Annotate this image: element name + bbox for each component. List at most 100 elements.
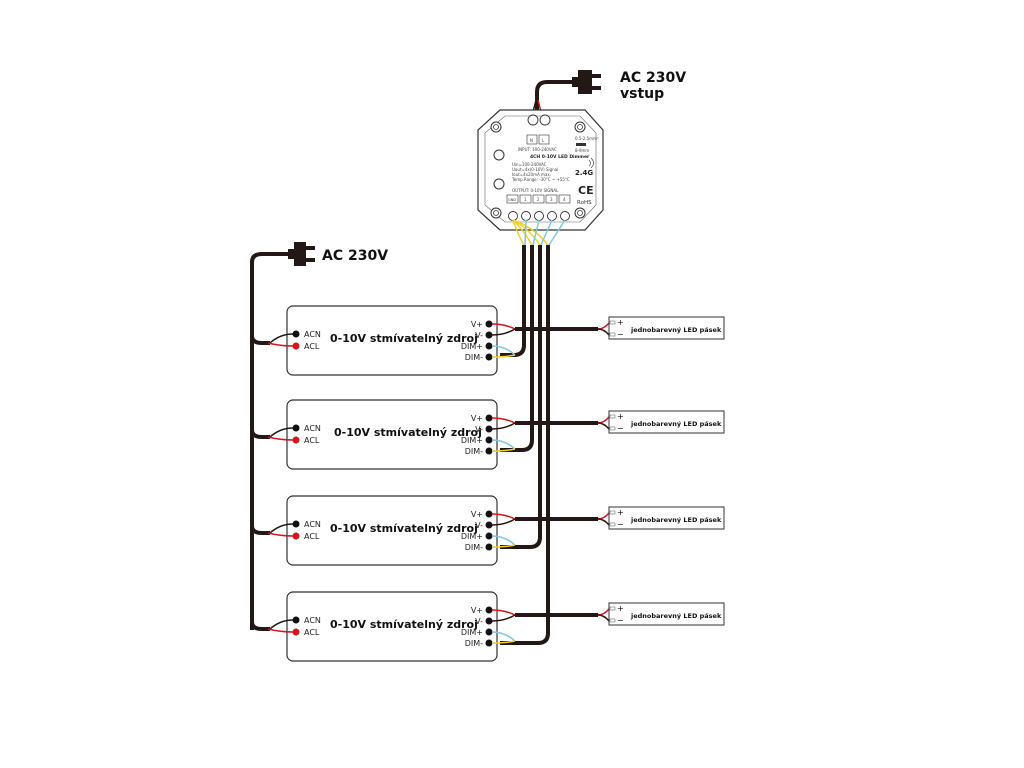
dimmer-button-1[interactable] — [493, 149, 505, 161]
dim-plus-wire — [491, 439, 516, 450]
terminal-2-label: 2 — [537, 197, 540, 202]
neutral-wire — [269, 333, 294, 344]
mount-hole-icon — [490, 207, 502, 219]
dim-minus-wire — [491, 354, 516, 358]
v-minus-wire — [491, 328, 516, 336]
terminal-4-label: 4 — [563, 197, 566, 202]
led-strip-label: jednobarevný LED pásek — [630, 325, 722, 334]
solder-pad-icon — [609, 606, 616, 611]
spec-line-4: Temp.Range: -30°C ~ +55°C — [511, 177, 570, 182]
spec-line-2: Uout=4x(0-10V) Signal — [512, 167, 558, 172]
psu-mains-label: AC 230V — [322, 248, 388, 264]
terminal-n-label: N — [530, 138, 533, 143]
acl-terminal — [292, 436, 300, 444]
psu-1: 0-10V stmívatelný zdrojACNACLV+V-DIM+DIM… — [250, 305, 598, 376]
psu-title: 0-10V stmívatelný zdroj — [334, 426, 482, 439]
acn-terminal — [292, 424, 300, 432]
dim-plus-label: DIM+ — [461, 342, 483, 351]
dimmer-mains-plug — [532, 70, 601, 113]
acn-label: ACN — [304, 616, 321, 625]
v-minus-terminal — [485, 617, 493, 625]
neutral-wire — [269, 427, 294, 438]
spec-line-1: Uin=100-240VAC — [512, 162, 547, 167]
psu-title: 0-10V stmívatelný zdroj — [330, 522, 478, 535]
dim-minus-terminal — [485, 353, 493, 361]
live-wire — [267, 628, 294, 633]
dim-plus-wire — [491, 345, 516, 356]
dim-minus-label: DIM- — [465, 353, 483, 362]
dim-plus-terminal — [485, 628, 493, 636]
psu-layer: 0-10V stmívatelný zdrojACNACLV+V-DIM+DIM… — [250, 305, 598, 662]
acn-terminal — [292, 330, 300, 338]
dimmer-button-2[interactable] — [493, 178, 505, 190]
control-cables — [500, 245, 550, 645]
plug-strain-relief-icon — [572, 77, 578, 87]
plus-label: + — [617, 508, 624, 517]
live-wire — [267, 342, 294, 347]
live-wire — [267, 436, 294, 441]
psu-box — [286, 591, 498, 662]
dim-minus-terminal — [485, 447, 493, 455]
mount-hole-icon — [574, 121, 586, 133]
v-plus-wire — [491, 609, 516, 616]
v-plus-label: V+ — [471, 606, 483, 615]
plus-label: + — [617, 318, 624, 327]
terminal-gnd-label: GND — [508, 198, 516, 202]
led-strip-2: +−jednobarevný LED pásek — [597, 410, 725, 434]
dim-plus-label: DIM+ — [461, 628, 483, 637]
led-strip-layer: +−jednobarevný LED pásek+−jednobarevný L… — [597, 316, 725, 626]
mount-hole-icon — [574, 207, 586, 219]
v-minus-terminal — [485, 425, 493, 433]
acn-label: ACN — [304, 330, 321, 339]
wireless-icon — [588, 157, 594, 169]
solder-pad-icon — [609, 332, 616, 337]
terminal-1-label: 1 — [524, 197, 527, 202]
dimmer-module: N L INPUT: 100-240VAC 0.5-2.5mm² 8-9mm 4… — [477, 109, 604, 246]
mains-branch — [250, 335, 270, 345]
psu-mains-plug — [250, 242, 315, 630]
acl-terminal — [292, 342, 300, 350]
psu-2: 0-10V stmívatelný zdrojACNACLV+V-DIM+DIM… — [250, 399, 598, 470]
mains-branch — [250, 525, 270, 535]
psu-title: 0-10V stmívatelný zdroj — [330, 618, 478, 631]
solder-pad-icon — [609, 426, 616, 431]
mains-branch — [250, 621, 270, 631]
solder-pad-icon — [609, 414, 616, 419]
spec-line-3: Iout=4x20mA max. — [512, 172, 551, 177]
solder-pad-icon — [609, 320, 616, 325]
dim-minus-terminal — [485, 639, 493, 647]
psu-title: 0-10V stmívatelný zdroj — [330, 332, 478, 345]
dimmer-model-label: 4CH 0-10V LED Dimmer — [530, 154, 590, 160]
plus-label: + — [617, 412, 624, 421]
acn-label: ACN — [304, 424, 321, 433]
neutral-wire — [269, 523, 294, 534]
plug-body-icon — [294, 242, 306, 266]
mount-hole-icon — [490, 121, 502, 133]
wireless-label: 2.4G — [575, 169, 593, 177]
input-rating-label: INPUT: 100-240VAC — [518, 147, 557, 152]
psu-4: 0-10V stmívatelný zdrojACNACLV+V-DIM+DIM… — [250, 591, 598, 662]
dim-minus-label: DIM- — [465, 639, 483, 648]
dim-minus-wire — [491, 544, 516, 548]
input-screw-icon — [539, 114, 551, 126]
v-minus-terminal — [485, 331, 493, 339]
wire-strip-icon — [576, 143, 586, 146]
led-strip-body — [608, 602, 725, 626]
plug-body-icon — [578, 70, 592, 94]
acl-label: ACL — [304, 532, 320, 541]
v-minus-wire — [491, 422, 516, 430]
control-cable-3 — [500, 245, 542, 549]
dim-plus-wire — [491, 535, 516, 546]
solder-pad-icon — [609, 510, 616, 515]
minus-label: − — [617, 616, 624, 625]
dimmer-output-wires — [512, 219, 566, 246]
acl-label: ACL — [304, 628, 320, 637]
rohs-label: RoHS — [577, 200, 592, 206]
psu-box — [286, 495, 498, 566]
led-strip-1: +−jednobarevný LED pásek — [597, 316, 725, 340]
v-minus-wire — [491, 518, 516, 526]
wire-spec-label: 0.5-2.5mm² — [575, 136, 599, 141]
led-strip-3: +−jednobarevný LED pásek — [597, 506, 725, 530]
v-plus-wire — [491, 513, 516, 520]
